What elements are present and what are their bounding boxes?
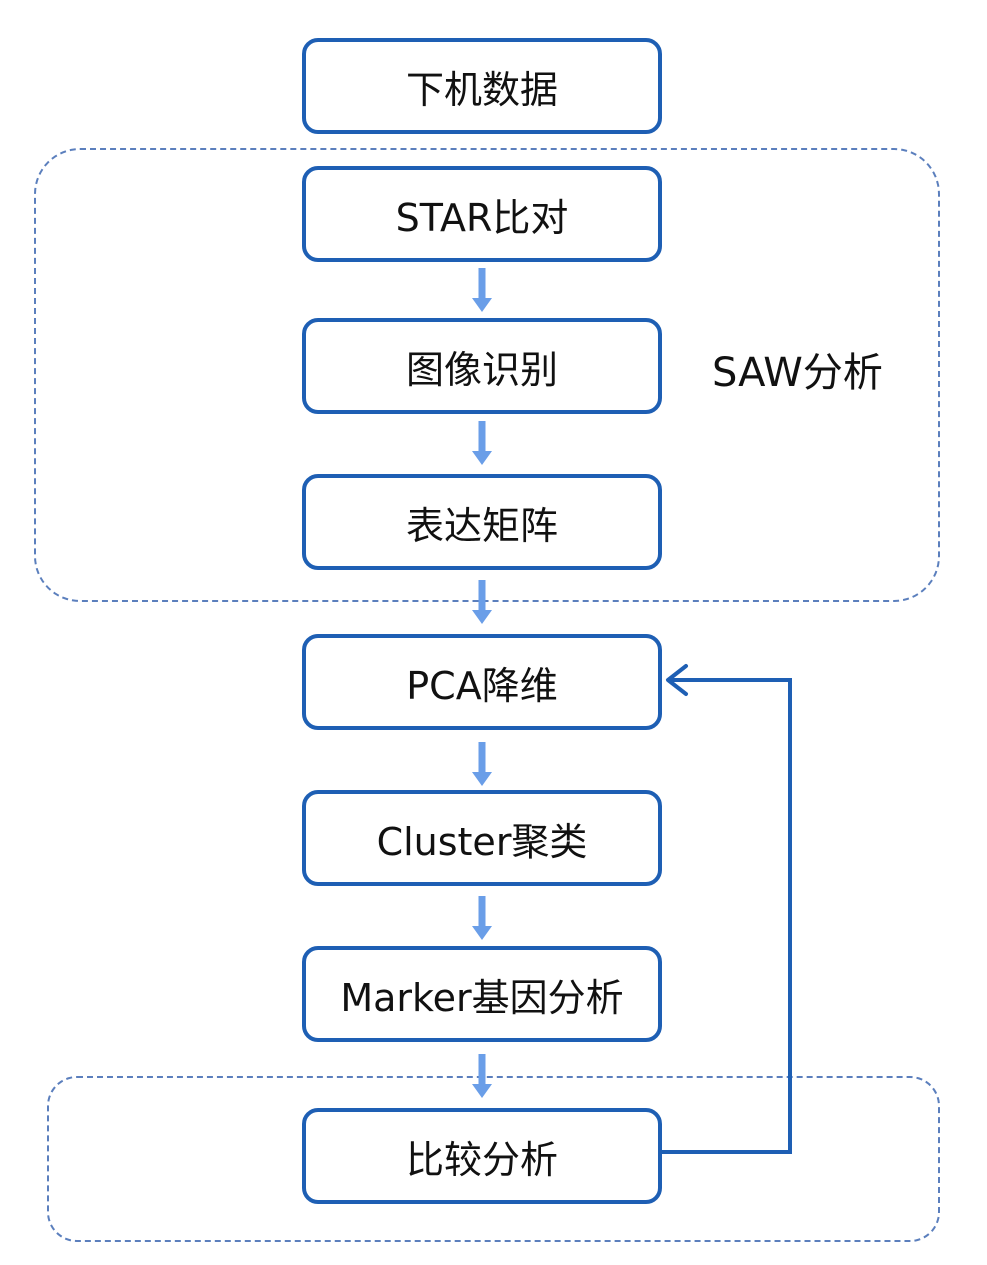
arrow-star-to-image <box>472 268 492 312</box>
arrow-cluster-to-marker <box>472 896 492 940</box>
node-image-recognition: 图像识别 <box>302 318 662 414</box>
node-star-alignment: STAR比对 <box>302 166 662 262</box>
node-raw-data-label: 下机数据 <box>405 67 558 112</box>
node-comparison-label: 比较分析 <box>405 1137 558 1182</box>
arrow-image-to-matrix <box>472 421 492 465</box>
node-expression-matrix-label: 表达矩阵 <box>405 503 558 548</box>
node-expression-matrix: 表达矩阵 <box>302 474 662 570</box>
node-cluster-label: Cluster聚类 <box>376 819 588 864</box>
comparison-group <box>47 1076 940 1242</box>
node-comparison: 比较分析 <box>302 1108 662 1204</box>
arrow-marker-to-comparison <box>472 1054 492 1098</box>
saw-analysis-label: SAW分析 <box>712 350 883 396</box>
feedback-loop-arrow <box>662 664 792 1154</box>
arrow-matrix-to-pca <box>472 580 492 624</box>
node-image-recognition-label: 图像识别 <box>405 347 558 392</box>
node-marker-gene-label: Marker基因分析 <box>340 975 624 1020</box>
flow-arrows <box>472 268 492 1098</box>
node-raw-data: 下机数据 <box>302 38 662 134</box>
node-cluster: Cluster聚类 <box>302 790 662 886</box>
node-pca-label: PCA降维 <box>406 663 558 708</box>
node-pca: PCA降维 <box>302 634 662 730</box>
saw-analysis-group <box>34 148 940 602</box>
node-marker-gene: Marker基因分析 <box>302 946 662 1042</box>
node-star-alignment-label: STAR比对 <box>395 195 569 240</box>
arrow-pca-to-cluster <box>472 742 492 786</box>
